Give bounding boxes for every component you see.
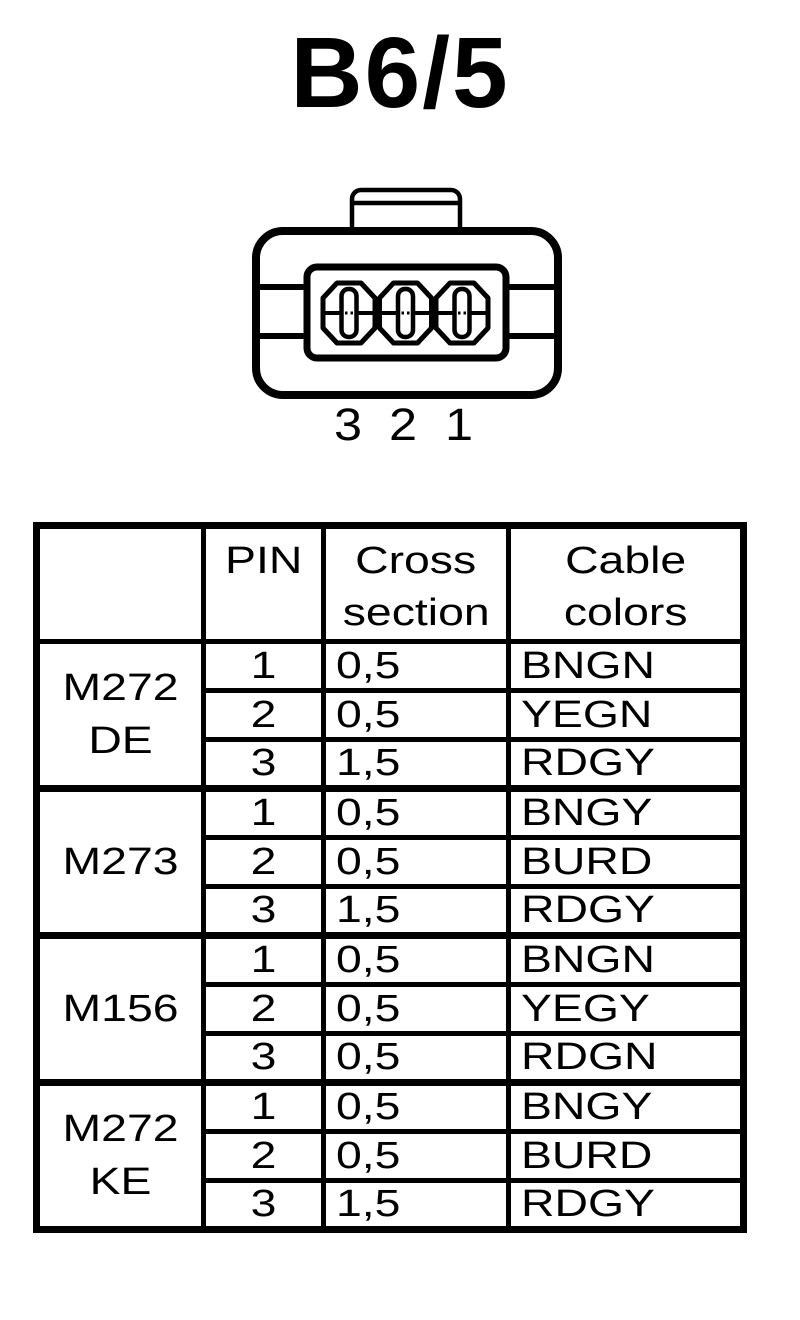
cable-color-cell: YEGN	[506, 688, 746, 742]
pin-cell: 2	[201, 835, 326, 889]
cable-color-cell: BNGY	[506, 785, 746, 840]
cross-section-cell: 0,5	[321, 688, 511, 742]
cable-colors-header-cell: Cable colors	[506, 523, 746, 644]
cable-color-cell: BNGY	[506, 1079, 746, 1134]
table-row: M272 DE 1 0,5 BNGN	[34, 639, 746, 791]
table-row: 2 0,5 BURD	[37, 1129, 746, 1183]
pin-header-cell: PIN	[201, 523, 326, 644]
pin-cell: 2	[201, 1129, 326, 1183]
pin-cell: 1	[201, 639, 326, 693]
table-row: M156 1 0,5 BNGN	[34, 932, 746, 1085]
cross-section-cell: 0,5	[321, 1031, 511, 1085]
pin-label-3: 3	[333, 399, 363, 450]
cross-section-cell: 0,5	[321, 932, 511, 987]
corner-header-cell	[34, 523, 206, 644]
group-label-m272de: M272 DE	[34, 639, 206, 791]
cross-section-cell: 0,5	[321, 1129, 511, 1183]
cable-color-cell: BURD	[506, 1129, 746, 1183]
cross-section-cell: 1,5	[321, 1178, 511, 1232]
cross-section-cell: 1,5	[321, 737, 511, 791]
connector-diagram	[240, 186, 570, 402]
cable-color-cell: BURD	[506, 835, 746, 889]
cable-color-cell: RDGY	[506, 1178, 746, 1232]
cross-section-cell: 1,5	[321, 884, 511, 938]
group-label-m273: M273	[34, 785, 206, 938]
table-row: M273 1 0,5 BNGY	[34, 785, 746, 938]
table-row: 3 0,5 RDGN	[37, 1031, 746, 1085]
pin-assignment-table: PIN Cross section Cable colors M272 DE	[33, 522, 747, 1233]
connector-drawing-svg	[252, 187, 562, 399]
pin-label-2: 2	[388, 399, 418, 450]
cross-section-header-cell: Cross section	[321, 523, 511, 644]
pin-1-contact	[433, 280, 491, 346]
cross-section-cell: 0,5	[321, 1079, 511, 1134]
cross-section-cell: 0,5	[321, 639, 511, 693]
pin-cell: 3	[201, 1178, 326, 1232]
cable-color-cell: BNGN	[506, 932, 746, 987]
pin-3-contact	[320, 280, 378, 346]
table-row: 2 0,5 BURD	[37, 835, 746, 889]
table-row: 3 1,5 RDGY	[37, 884, 746, 938]
cable-color-cell: RDGN	[506, 1031, 746, 1085]
pin-cell: 3	[201, 884, 326, 938]
group-label-m272ke: M272 KE	[34, 1079, 206, 1232]
table-row: 3 1,5 RDGY	[37, 1178, 746, 1232]
pin-label-1: 1	[444, 399, 474, 450]
connector-title: B6/5	[290, 17, 510, 129]
cable-color-cell: RDGY	[506, 737, 746, 791]
pin-2-contact	[377, 280, 434, 346]
cable-color-cell: YEGY	[506, 982, 746, 1036]
pin-cell: 1	[201, 932, 326, 987]
pin-number-labels: 3 2 1	[240, 402, 570, 450]
cross-section-cell: 0,5	[321, 835, 511, 889]
pin-cell: 3	[201, 1031, 326, 1085]
cross-section-cell: 0,5	[321, 785, 511, 840]
pin-cell: 3	[201, 737, 326, 791]
cable-color-cell: RDGY	[506, 884, 746, 938]
table-row: 3 1,5 RDGY	[37, 737, 746, 791]
pin-cell: 1	[201, 1079, 326, 1134]
table-row: 2 0,5 YEGY	[37, 982, 746, 1036]
cross-section-cell: 0,5	[321, 982, 511, 1036]
group-label-m156: M156	[34, 932, 206, 1085]
table-header-row: PIN Cross section Cable colors	[34, 523, 746, 644]
pin-cell: 2	[201, 688, 326, 742]
cable-color-cell: BNGN	[506, 639, 746, 693]
pin-cell: 1	[201, 785, 326, 840]
pin-cell: 2	[201, 982, 326, 1036]
table-row: M272 KE 1 0,5 BNGY	[34, 1079, 746, 1232]
table-row: 2 0,5 YEGN	[37, 688, 746, 742]
